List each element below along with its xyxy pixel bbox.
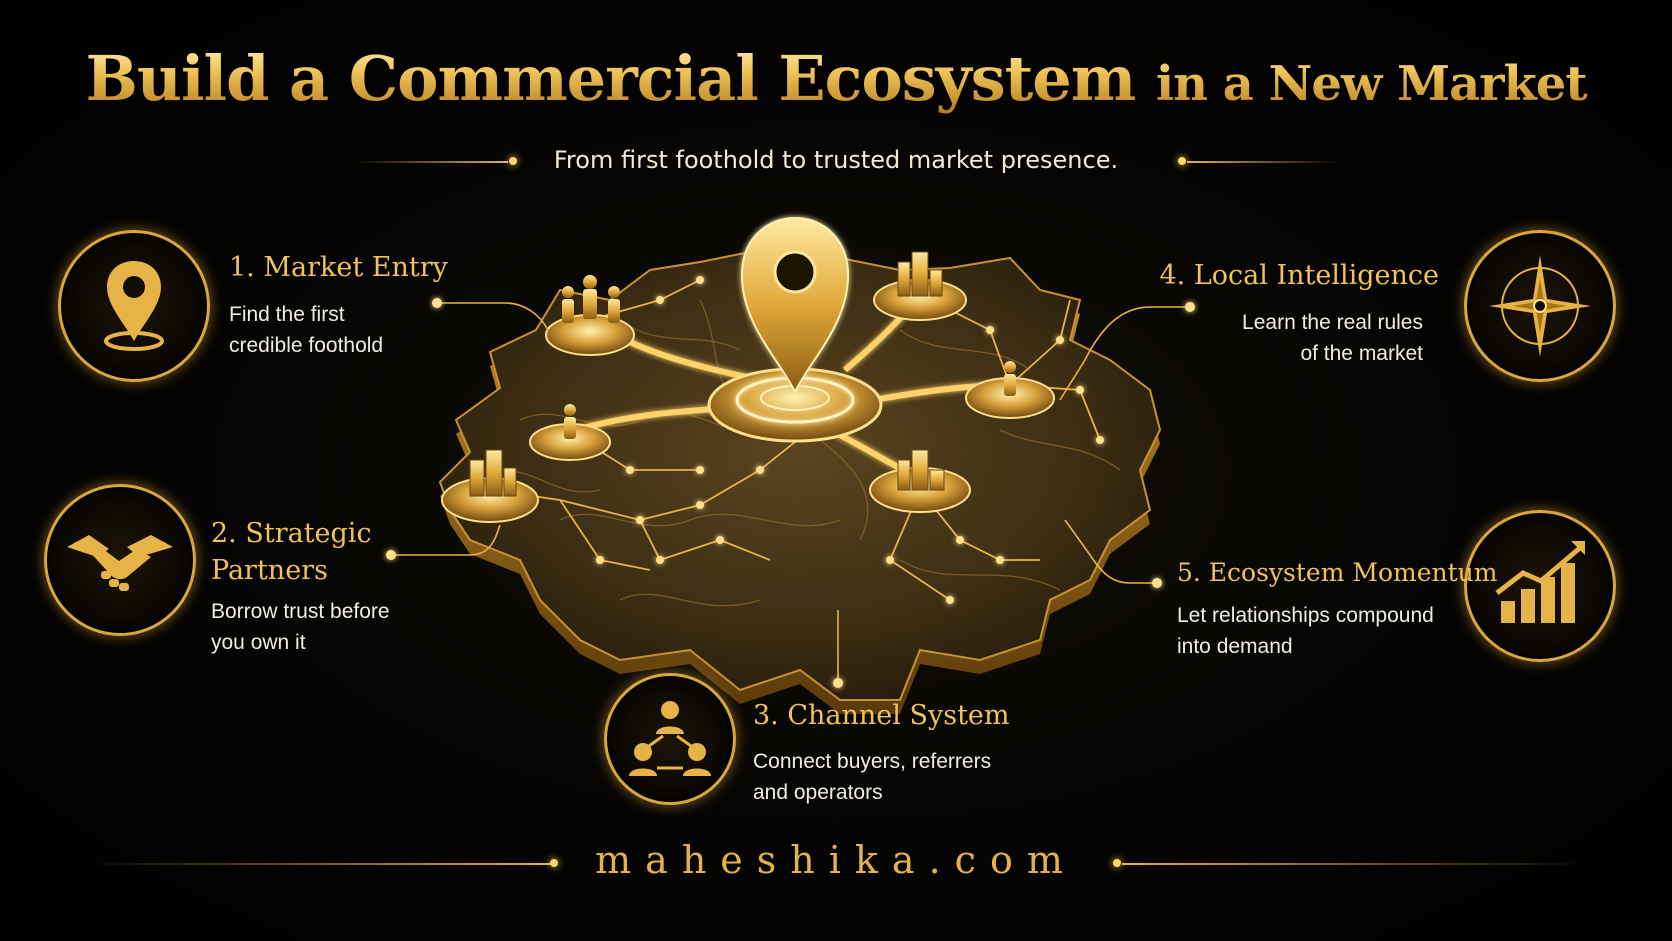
location-pin-icon (104, 261, 164, 351)
network-people-icon (629, 701, 711, 776)
growth-chart-icon (1495, 541, 1585, 623)
market-entry-medal (58, 230, 210, 382)
footer-rule-right (1122, 863, 1588, 865)
subtitle-dot-right (1178, 157, 1186, 165)
map-hub-discs (441, 279, 1055, 523)
step-3-title: 3. Channel System (753, 700, 1010, 731)
central-location-pin (740, 216, 850, 395)
footer-rule-left (86, 863, 552, 865)
handshake-icon (67, 535, 173, 591)
step-1-title: 1. Market Entry (229, 252, 448, 283)
map-people-figures (562, 275, 1016, 439)
footer-dot-left (550, 859, 558, 867)
channel-system-medal (604, 673, 736, 805)
strategic-partners-medal (44, 484, 196, 636)
local-intelligence-medal (1464, 230, 1616, 382)
ecosystem-momentum-medal (1464, 510, 1616, 662)
label-connectors (391, 302, 1190, 683)
footer-dot-right (1113, 859, 1121, 867)
page-subtitle: From first foothold to trusted market pr… (553, 146, 1119, 174)
map-network-nodes (596, 276, 1104, 604)
step-5-title: 5. Ecosystem Momentum (1177, 558, 1498, 587)
subtitle-dot-left (509, 157, 517, 165)
subtitle-rule-left (356, 161, 508, 163)
compass-icon (1489, 255, 1591, 357)
footer-website: maheshika.com (595, 838, 1077, 882)
label-connector-dots (386, 298, 1195, 688)
subtitle-rule-right (1187, 161, 1337, 163)
step-4-title: 4. Local Intelligence (1159, 260, 1439, 291)
map-building-clusters (469, 251, 945, 497)
